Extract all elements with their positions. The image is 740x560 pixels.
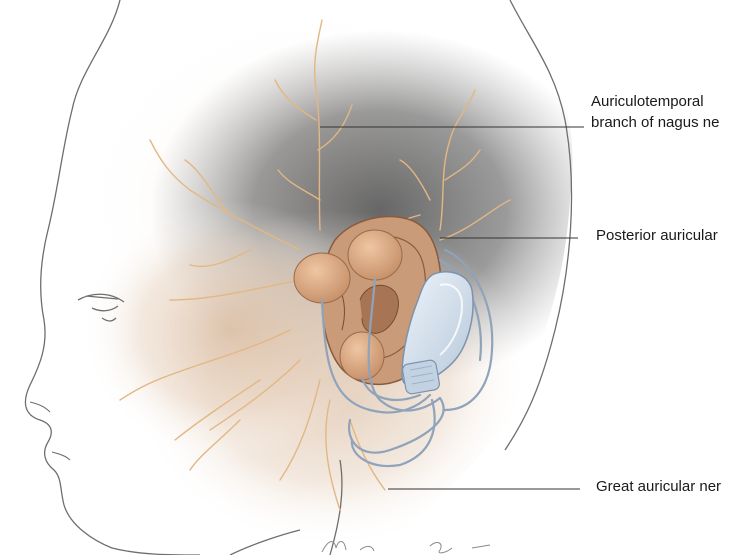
head-outline <box>24 0 573 556</box>
stimulator-device <box>401 271 474 395</box>
label-posterior-auricular: Posterior auricular <box>596 227 718 244</box>
artist-signature <box>321 541 491 554</box>
electrode-3 <box>339 331 385 381</box>
label-auriculotemporal-line2: branch of nagus ne <box>591 114 720 131</box>
nerve-network <box>119 19 511 511</box>
electrode-2 <box>347 229 403 281</box>
label-auriculotemporal-line1: Auriculotemporal <box>591 93 704 110</box>
label-auriculotemporal-branch: Auriculotemporal branch of nagus ne <box>591 91 719 133</box>
electrodes <box>293 229 403 381</box>
electrode-1 <box>293 252 351 304</box>
label-great-auricular: Great auricular ner <box>596 478 722 495</box>
leader-lines <box>320 126 584 490</box>
